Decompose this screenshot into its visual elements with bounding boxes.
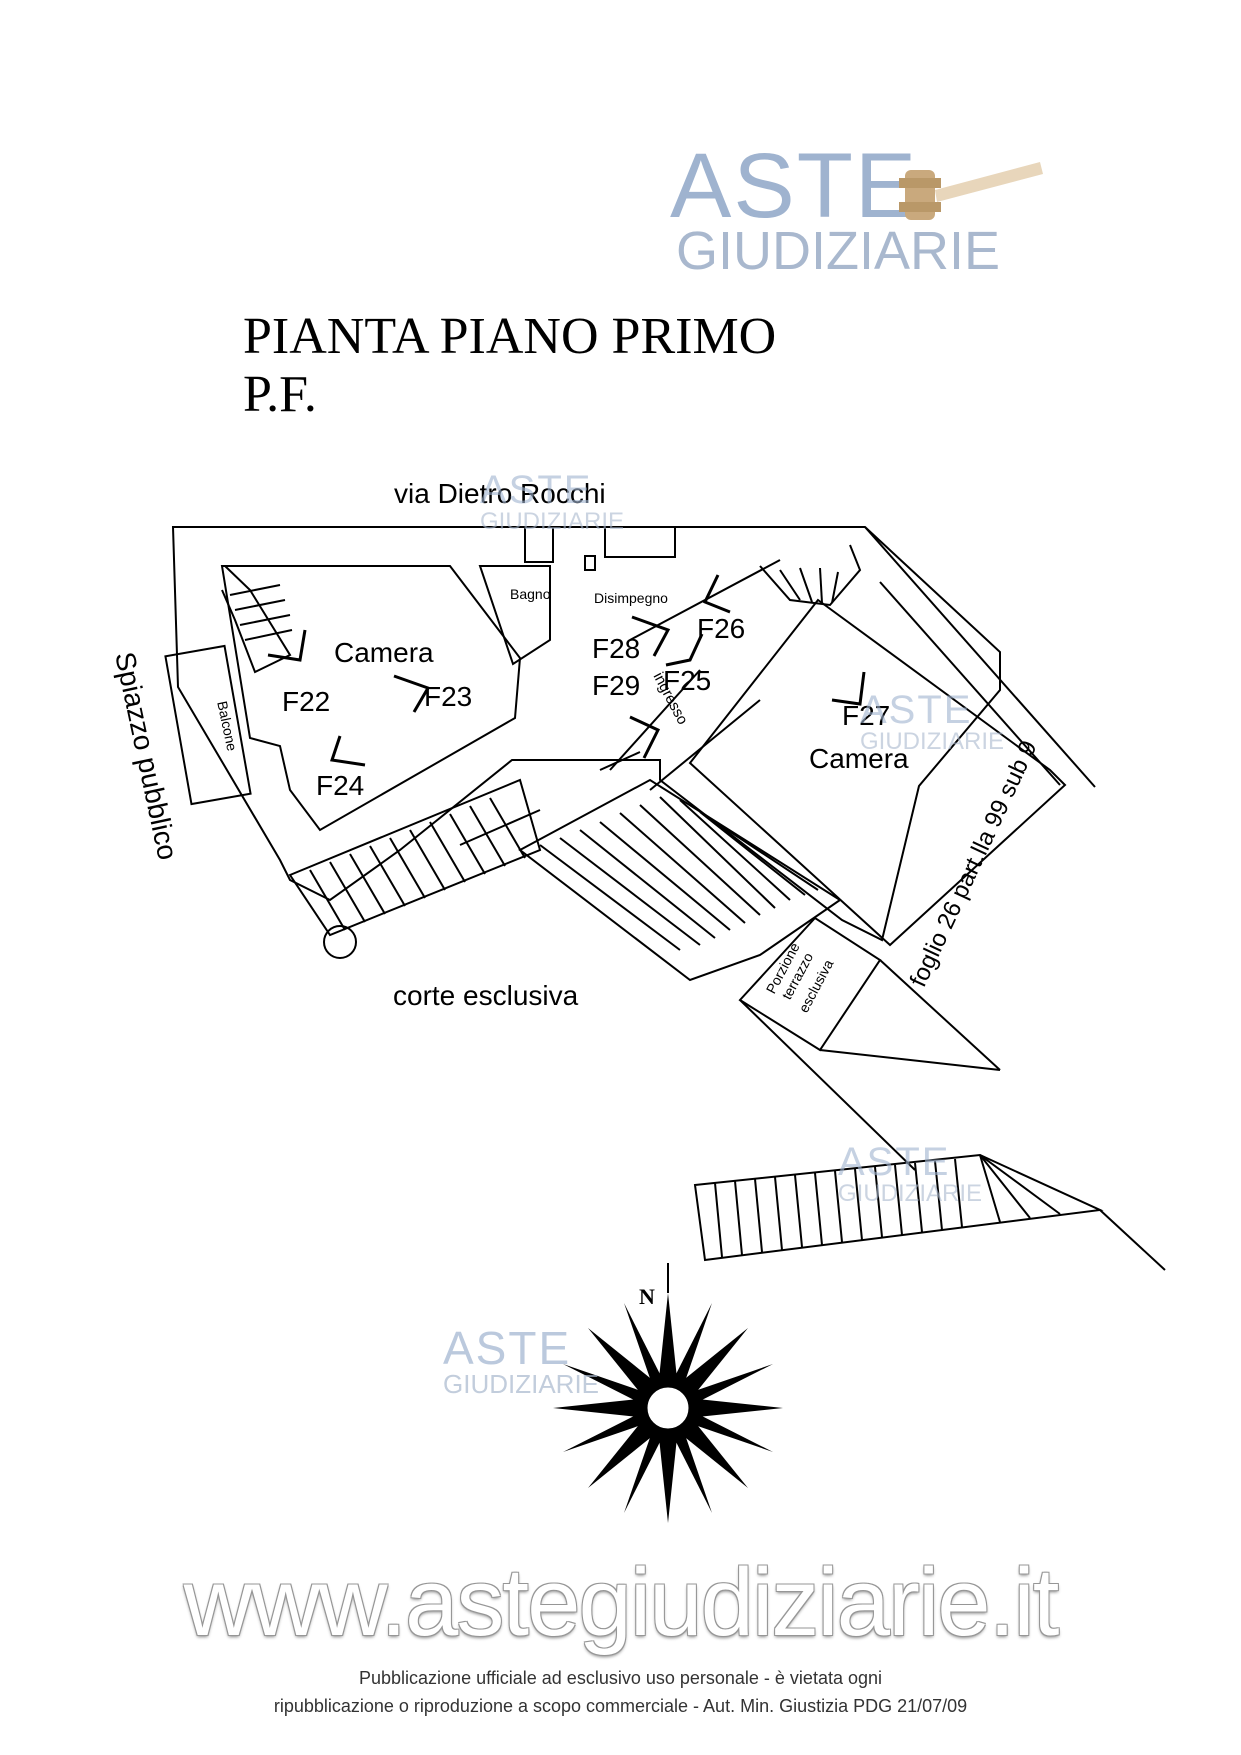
street-label: via Dietro Rocchi — [394, 478, 606, 509]
room-right-label: Camera — [809, 743, 909, 774]
compass-rose — [553, 1263, 783, 1523]
watermark-logo-compass: ASTE GIUDIZIARIE — [443, 1322, 600, 1399]
hallway-label: Disimpegno — [594, 590, 668, 606]
watermark-giudiziarie-text: GIUDIZIARIE — [676, 221, 1001, 281]
photo-marker-f29 — [629, 715, 661, 759]
gavel-icon — [899, 162, 1043, 220]
photo-label-f27: F27 — [842, 700, 891, 731]
footer-line-2: ripubblicazione o riproduzione a scopo c… — [273, 1696, 968, 1716]
photo-label-f29: F29 — [592, 670, 641, 701]
photo-label-f24: F24 — [316, 770, 365, 801]
left-room-walls — [220, 565, 522, 832]
photo-marker-f27 — [831, 671, 866, 706]
balcony-outline — [164, 644, 252, 806]
photo-label-f26: F26 — [697, 613, 746, 644]
room-left-label: Camera — [334, 637, 434, 668]
courtyard-label: corte esclusiva — [393, 980, 579, 1011]
watermark-logo-plan-right: ASTE GIUDIZIARIE — [860, 688, 1005, 755]
website-watermark: www.astegiudiziarie.it — [183, 1549, 1060, 1656]
photo-label-f28: F28 — [592, 633, 641, 664]
photo-marker-f24 — [330, 735, 366, 767]
compass-north-label: N — [639, 1284, 655, 1309]
bathroom-walls — [478, 565, 551, 666]
plan-subtitle: P.F. — [243, 366, 317, 423]
photo-label-f23: F23 — [424, 681, 473, 712]
photo-marker-f23 — [393, 674, 431, 713]
photo-label-f25: F25 — [663, 665, 712, 696]
watermark-logo-stairs: ASTE GIUDIZIARIE — [838, 1140, 983, 1207]
plan-title: PIANTA PIANO PRIMO — [243, 308, 777, 365]
photo-marker-f26 — [702, 574, 731, 614]
left-stairs — [288, 778, 542, 937]
watermark-aste-text: ASTE — [670, 135, 919, 237]
photo-label-f22: F22 — [282, 686, 331, 717]
watermark-logo-top: ASTE GIUDIZIARIE — [670, 140, 1050, 290]
main-stairs — [518, 778, 842, 982]
watermark-logo-plan-top: ASTE GIUDIZIARIE — [480, 468, 625, 535]
photo-marker-f22 — [267, 629, 307, 662]
right-room-walls — [688, 598, 1067, 947]
photo-marker-f25 — [665, 633, 704, 667]
photo-marker-f28 — [631, 615, 671, 657]
bathroom-label: Bagno — [510, 586, 551, 602]
footer-line-1: Pubblicazione ufficiale ad esclusivo uso… — [359, 1668, 882, 1688]
building-outline — [171, 526, 1001, 942]
